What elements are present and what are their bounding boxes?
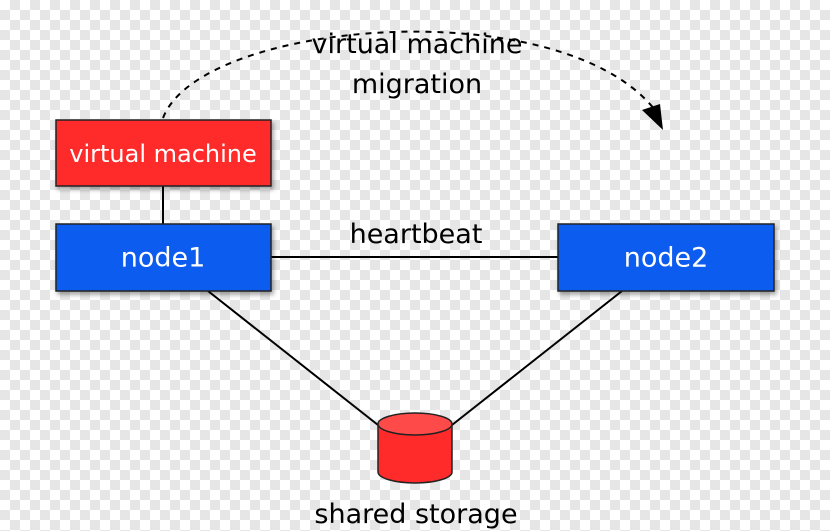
node1-label: node1 (121, 243, 206, 274)
node1-box: node1 (55, 223, 272, 292)
heartbeat-label: heartbeat (350, 219, 483, 250)
curved-dashed-arrow-icon (162, 30, 663, 130)
node2-label: node2 (624, 243, 709, 274)
node2-box: node2 (557, 223, 775, 292)
node1-storage-line (207, 290, 379, 426)
shared-storage-label: shared storage (314, 499, 517, 530)
virtual-machine-box: virtual machine (55, 119, 272, 187)
node2-storage-line (451, 290, 623, 426)
database-cylinder-icon (377, 412, 453, 484)
virtual-machine-label: virtual machine (69, 140, 257, 168)
migration-label-line2: migration (352, 69, 482, 100)
migration-label-line1: virtual machine (312, 29, 523, 60)
